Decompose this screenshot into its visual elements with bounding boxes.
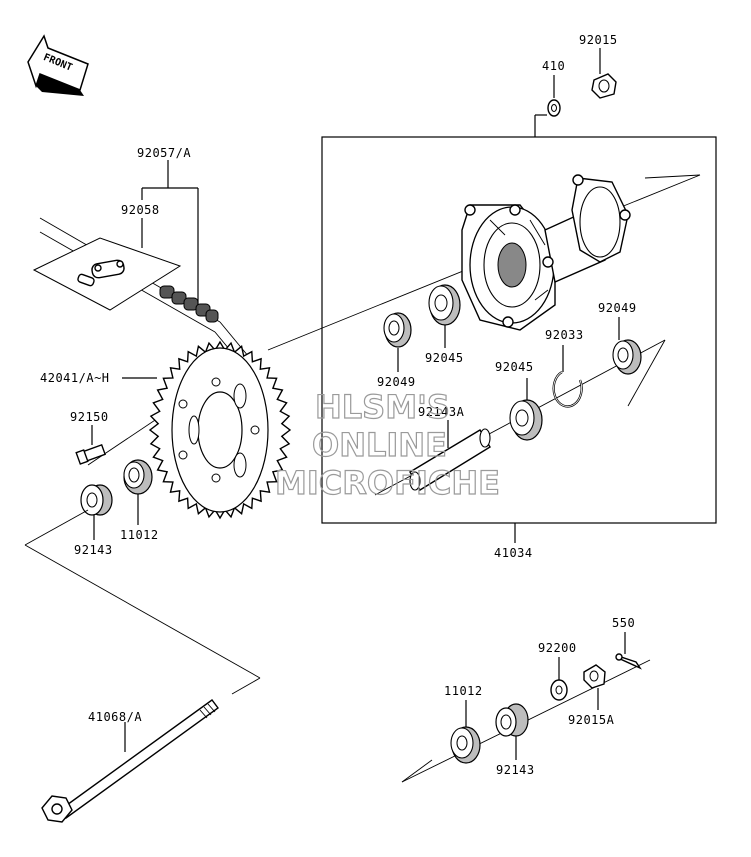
label-92049-left: 92049 <box>377 375 416 389</box>
label-92049-right: 92049 <box>598 301 637 315</box>
bearing-92045-mid <box>509 378 543 441</box>
collar-92143-top <box>80 484 113 540</box>
label-92045-mid: 92045 <box>495 360 534 374</box>
cotter-pin-550 <box>615 632 642 670</box>
bolt-92150 <box>75 425 107 465</box>
label-92057A: 92057/A <box>137 146 191 160</box>
oil-seal-11012-top <box>123 459 153 525</box>
spacer-92143A <box>409 420 491 491</box>
oil-seal-11012-bottom <box>450 700 481 764</box>
label-11012-bottom: 11012 <box>444 684 483 698</box>
seal-92049-left <box>383 312 412 372</box>
bearing-92045-left <box>428 284 461 348</box>
rear-axle-41068 <box>41 699 219 823</box>
label-92143-bottom: 92143 <box>496 763 535 777</box>
front-arrow-icon: FRONT <box>27 34 89 96</box>
hub-assembly-box <box>321 136 717 524</box>
rear-sprocket <box>148 340 292 520</box>
label-92200: 92200 <box>538 641 577 655</box>
washer-92200 <box>550 657 568 701</box>
label-41034: 41034 <box>494 546 533 560</box>
washer-410 <box>547 75 561 117</box>
nut-92015 <box>591 48 617 99</box>
label-92150: 92150 <box>70 410 109 424</box>
collar-92143-bottom <box>495 703 529 760</box>
label-92015A: 92015A <box>568 713 615 727</box>
seal-92049-right <box>612 317 642 375</box>
label-92143A: 92143A <box>418 405 465 419</box>
label-410: 410 <box>542 59 565 73</box>
label-11012-top: 11012 <box>120 528 159 542</box>
label-41068A: 41068/A <box>88 710 142 724</box>
label-92058: 92058 <box>121 203 160 217</box>
watermark-line1: HLSM'S <box>315 388 450 426</box>
watermark-line2: ONLINE <box>312 426 447 464</box>
rear-hub <box>461 174 631 331</box>
watermark: HLSM'S ONLINE MICROFICHE <box>274 387 500 502</box>
label-92143-top: 92143 <box>74 543 113 557</box>
nut-92015A <box>583 664 606 710</box>
label-550: 550 <box>612 616 635 630</box>
label-92045-left: 92045 <box>425 351 464 365</box>
label-92015: 92015 <box>579 33 618 47</box>
circlip-92033 <box>552 345 583 408</box>
label-92033: 92033 <box>545 328 584 342</box>
watermark-line3: MICROFICHE <box>275 464 500 502</box>
label-42041: 42041/A~H <box>40 371 110 385</box>
